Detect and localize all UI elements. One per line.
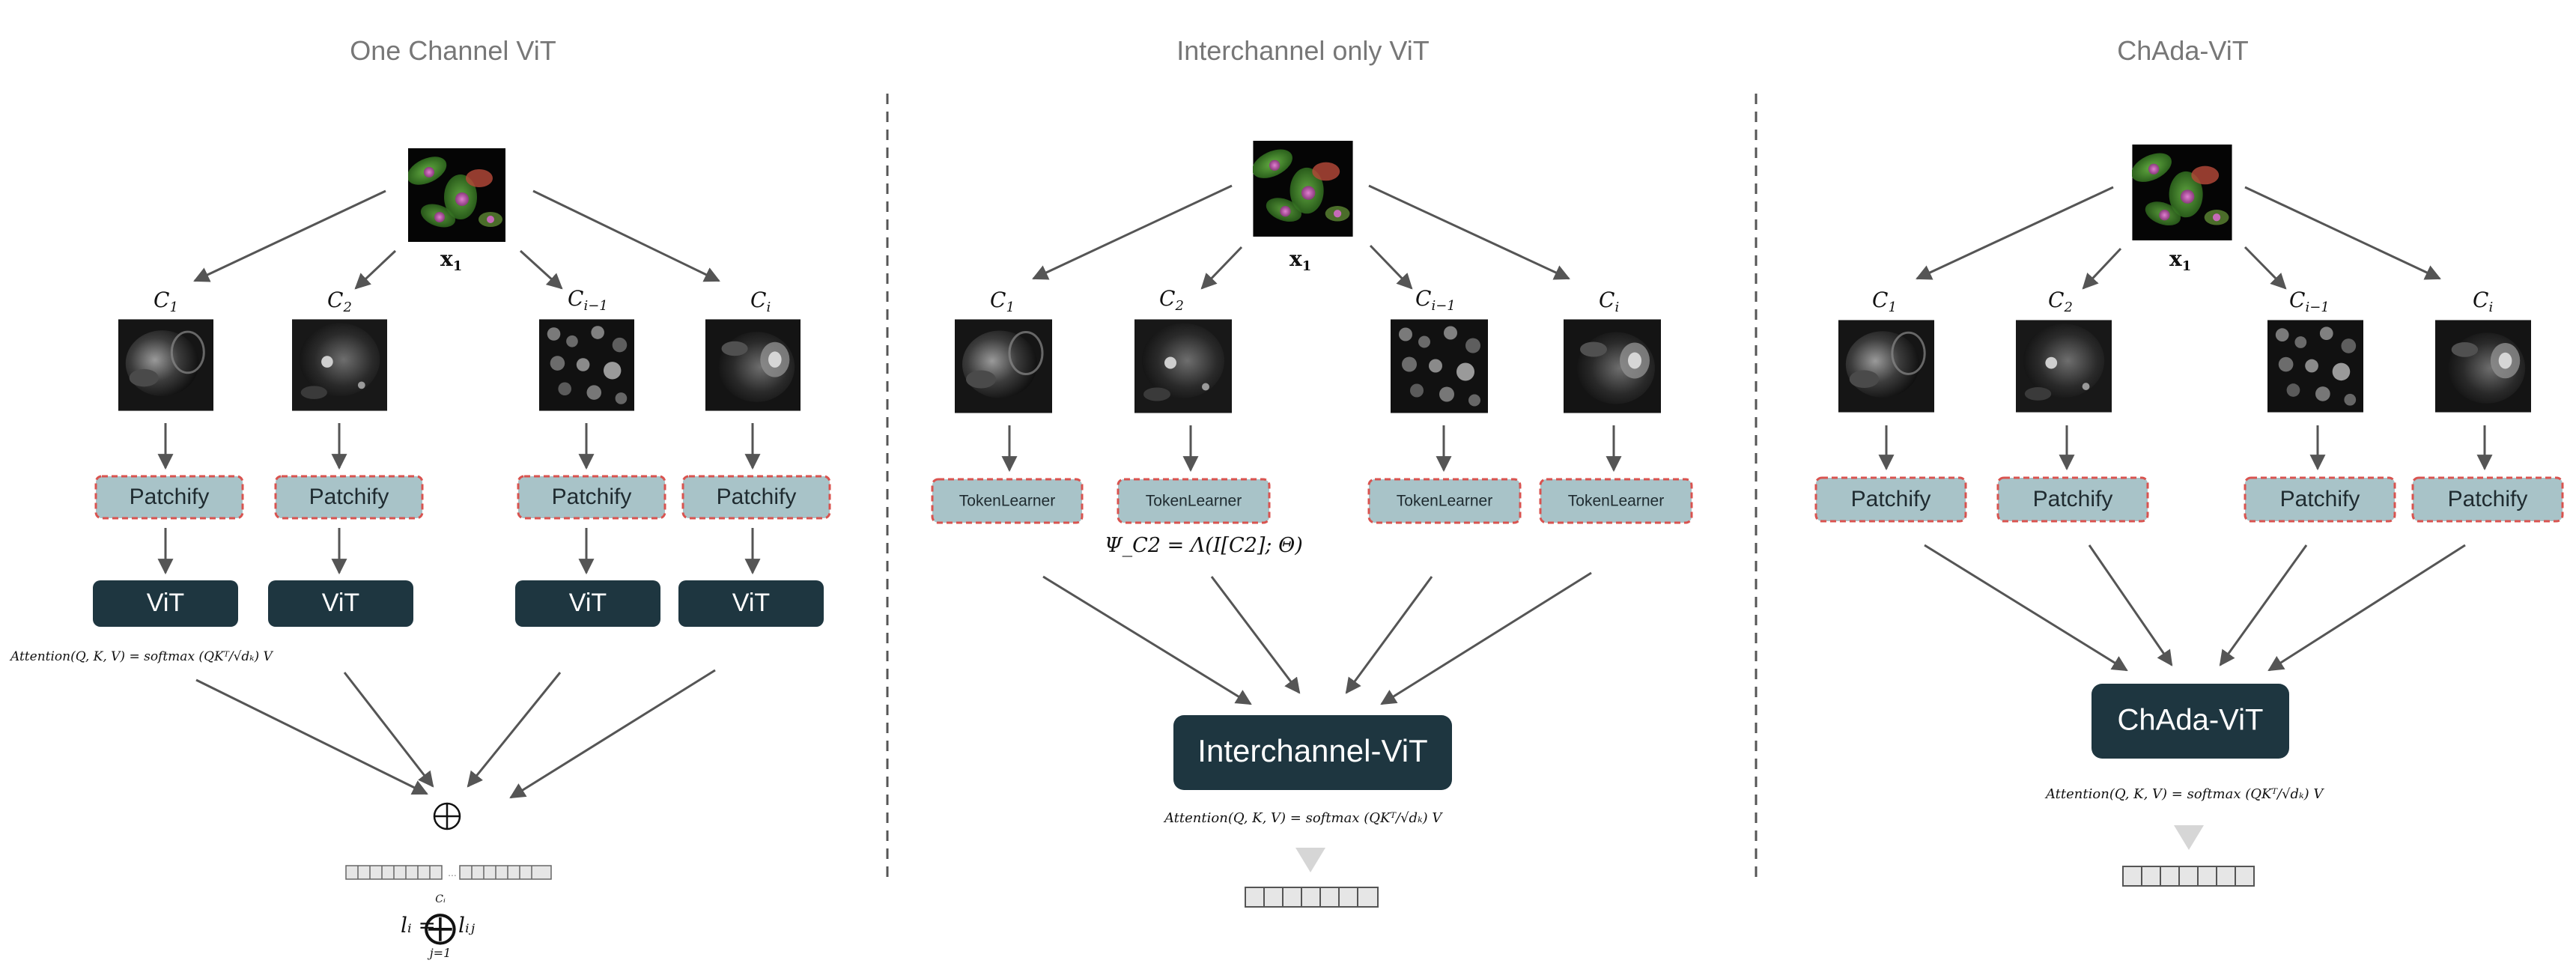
channel-image-3 xyxy=(1391,319,1488,413)
channel-label-ci: Ci xyxy=(750,288,771,315)
svg-text:Patchify: Patchify xyxy=(130,485,210,509)
svg-text:Interchannel-ViT: Interchannel-ViT xyxy=(1197,733,1427,768)
svg-text:ViT: ViT xyxy=(147,589,184,617)
input-image xyxy=(408,148,505,242)
panel-title: ChAda-ViT xyxy=(2117,35,2248,66)
svg-text:⨁: ⨁ xyxy=(424,909,457,946)
input-image-label: x1 xyxy=(2169,246,2191,274)
vit-box-2: ViT xyxy=(268,580,413,627)
svg-text:TokenLearner: TokenLearner xyxy=(1397,493,1492,510)
patchify-box-1: Patchify xyxy=(1814,476,1967,523)
output-aggregation-formula: lᵢ = Cᵢ ⨁ j=1 lᵢⱼ xyxy=(401,893,476,960)
svg-text:Patchify: Patchify xyxy=(2448,487,2528,511)
svg-text:j=1: j=1 xyxy=(428,946,452,960)
output-token-strip: ... xyxy=(345,865,552,880)
vit-box-4: ViT xyxy=(678,580,824,627)
svg-text:Patchify: Patchify xyxy=(552,485,632,509)
channel-label-ci: Ci xyxy=(1599,288,1619,315)
svg-text:Patchify: Patchify xyxy=(309,485,389,509)
svg-text:ViT: ViT xyxy=(322,589,359,617)
svg-text:Patchify: Patchify xyxy=(717,485,797,509)
svg-text:lᵢⱼ: lᵢⱼ xyxy=(458,913,476,938)
vit-box-3: ViT xyxy=(515,580,660,627)
panel-one-channel-vit: One Channel ViT x1 C1 C2 Ci−1 Ci Patchif… xyxy=(9,35,831,960)
svg-text:ChAda-ViT: ChAda-ViT xyxy=(2118,704,2264,737)
channel-label-ci-1: Ci−1 xyxy=(1415,286,1456,314)
attention-formula: Attention(Q, K, V) = softmax (QKᵀ/√dₖ) V xyxy=(9,649,274,664)
attention-formula: Attention(Q, K, V) = softmax (QKᵀ/√dₖ) V xyxy=(1163,810,1443,826)
channel-label-ci-1: Ci−1 xyxy=(2289,288,2330,315)
channel-label-c2: C2 xyxy=(327,288,352,315)
channel-image-4 xyxy=(2435,320,2531,413)
svg-text:...: ... xyxy=(448,866,457,878)
channel-label-c1: C1 xyxy=(990,288,1015,315)
channel-label-c2: C2 xyxy=(2048,288,2073,315)
patchify-box-4: Patchify xyxy=(2411,476,2564,523)
tokenlearner-box-3: TokenLearner xyxy=(1367,478,1522,524)
channel-image-4 xyxy=(1564,319,1661,413)
panel-title: One Channel ViT xyxy=(350,35,556,66)
channel-label-c2: C2 xyxy=(1159,286,1184,314)
channel-label-ci: Ci xyxy=(2473,288,2493,315)
tokenlearner-formula: Ψ_C2 = Λ(I[C2]; Θ) xyxy=(1105,534,1303,557)
channel-image-3 xyxy=(2267,320,2363,413)
input-image-label: x1 xyxy=(440,246,462,274)
svg-text:lᵢ =: lᵢ = xyxy=(401,913,436,938)
output-token-strip xyxy=(2122,866,2255,887)
channel-image-2 xyxy=(1134,319,1232,413)
tokenlearner-box-2: TokenLearner xyxy=(1117,478,1271,524)
patchify-box-2: Patchify xyxy=(274,475,424,520)
tokenlearner-box-4: TokenLearner xyxy=(1539,478,1693,524)
output-token-strip xyxy=(1245,887,1379,908)
patchify-box-4: Patchify xyxy=(681,475,831,520)
channel-image-2 xyxy=(292,319,387,411)
patchify-box-3: Patchify xyxy=(2244,476,2396,523)
input-image xyxy=(2132,145,2232,240)
input-image-label: x1 xyxy=(1289,246,1311,274)
channel-image-3 xyxy=(539,319,634,411)
svg-text:Patchify: Patchify xyxy=(1851,487,1931,511)
svg-text:TokenLearner: TokenLearner xyxy=(1568,493,1664,510)
interchannel-vit-box: Interchannel-ViT xyxy=(1173,715,1452,790)
panel-title: Interchannel only ViT xyxy=(1176,35,1430,66)
svg-text:ViT: ViT xyxy=(569,589,607,617)
channel-image-1 xyxy=(118,318,213,412)
combine-circled-plus-icon xyxy=(433,802,461,830)
channel-image-2 xyxy=(2016,320,2112,413)
panel-interchannel-only-vit: Interchannel only ViT x1 C1 C2 Ci−1 Ci T… xyxy=(931,35,1693,908)
patchify-box-3: Patchify xyxy=(517,475,666,520)
vit-box-1: ViT xyxy=(93,580,238,627)
tokenlearner-box-1: TokenLearner xyxy=(931,478,1084,524)
channel-label-c1: C1 xyxy=(154,288,178,315)
svg-text:TokenLearner: TokenLearner xyxy=(959,493,1055,510)
svg-text:TokenLearner: TokenLearner xyxy=(1146,493,1242,510)
channel-image-4 xyxy=(705,319,801,411)
channel-label-ci-1: Ci−1 xyxy=(568,286,608,314)
chada-vit-box: ChAda-ViT xyxy=(2092,684,2289,759)
output-triangle-down-icon xyxy=(1295,848,1325,872)
svg-text:Patchify: Patchify xyxy=(2280,487,2360,511)
channel-image-1 xyxy=(1838,318,1934,414)
output-triangle-down-icon xyxy=(2174,825,2204,850)
channel-label-c1: C1 xyxy=(1872,288,1897,315)
patchify-box-1: Patchify xyxy=(94,475,244,520)
svg-text:ViT: ViT xyxy=(732,589,770,617)
svg-text:Patchify: Patchify xyxy=(2033,487,2113,511)
panel-chada-vit: ChAda-ViT x1 C1 C2 Ci−1 Ci Patchify Patc… xyxy=(1814,35,2564,887)
channel-image-1 xyxy=(955,318,1052,414)
input-image xyxy=(1253,141,1353,237)
attention-formula: Attention(Q, K, V) = softmax (QKᵀ/√dₖ) V xyxy=(2044,786,2324,802)
svg-text:Cᵢ: Cᵢ xyxy=(435,893,446,905)
patchify-box-2: Patchify xyxy=(1996,476,2149,523)
